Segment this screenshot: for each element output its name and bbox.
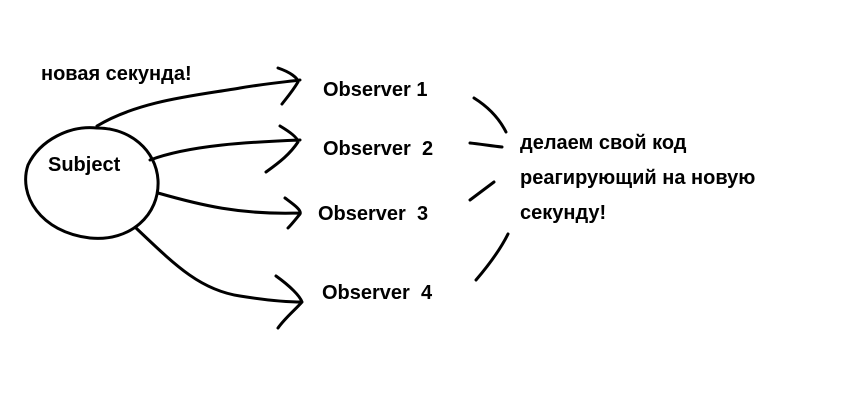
observer-2-label: Observer 2	[323, 138, 434, 160]
connector-observer-1	[472, 96, 508, 134]
connector-observer-2	[468, 141, 504, 149]
reaction-line: делаем свой код	[520, 132, 687, 154]
connector-observer-4	[474, 232, 510, 282]
event-label: новая секунда!	[41, 63, 192, 85]
arrow-to-observer-4	[134, 226, 304, 330]
observer-4-label: Observer 4	[322, 282, 433, 304]
arrow-to-observer-2	[148, 124, 302, 174]
reaction-text: делаем свой код реагирующий на новую сек…	[520, 126, 755, 231]
reaction-line: реагирующий на новую	[520, 167, 756, 189]
reaction-line: секунду!	[520, 202, 607, 224]
arrow-to-observer-3	[156, 191, 302, 230]
subject-circle	[24, 126, 160, 240]
subject-label: Subject	[48, 154, 121, 176]
arrow-to-observer-1	[95, 66, 302, 128]
connector-observer-3	[468, 180, 496, 202]
observer-3-label: Observer 3	[318, 203, 429, 225]
observer-1-label: Observer 1	[323, 79, 428, 101]
